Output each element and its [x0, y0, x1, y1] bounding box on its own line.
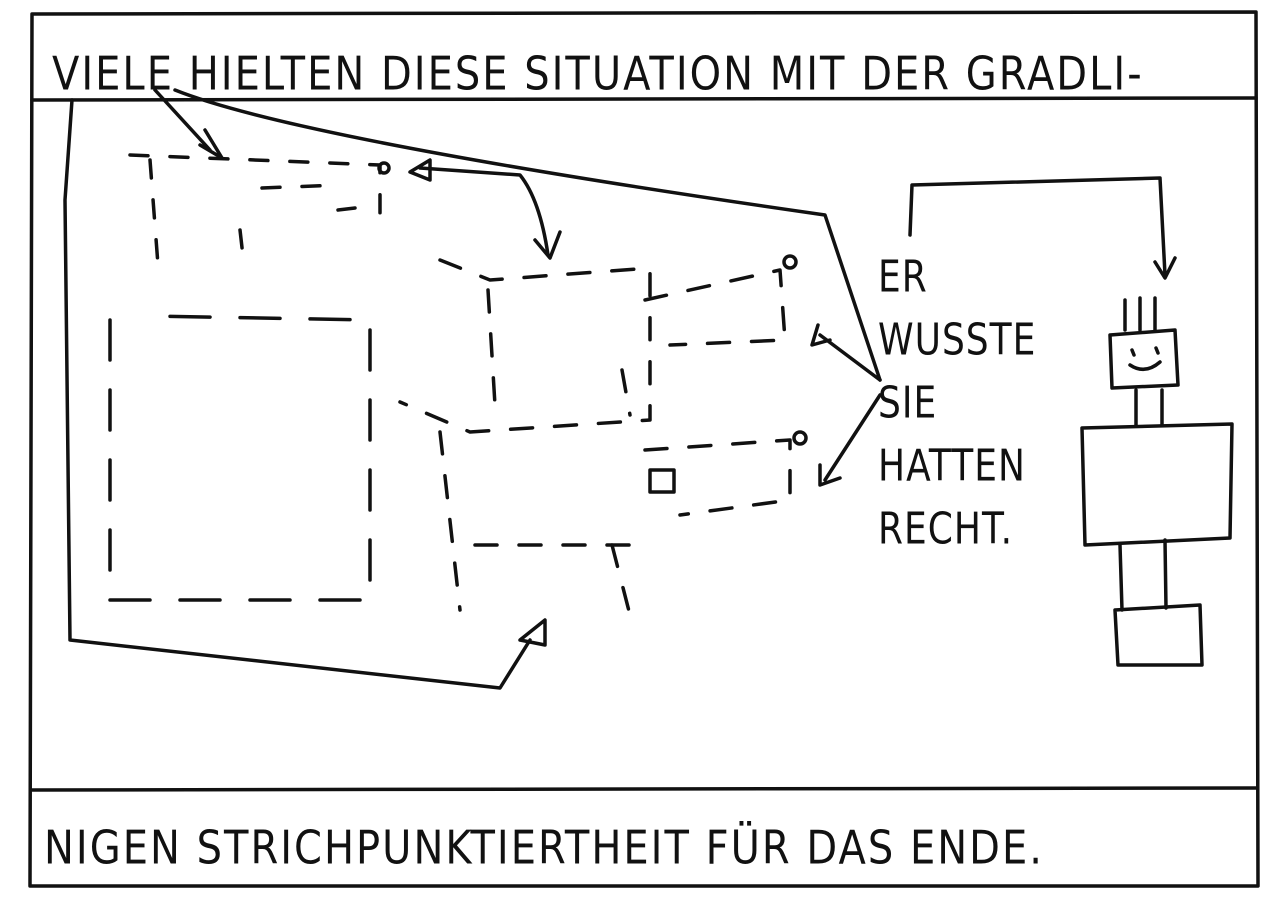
panel-frame	[28, 10, 1260, 888]
solid-robot	[1080, 296, 1234, 667]
dashed-robot-large-head	[128, 153, 391, 267]
side-text: ER WUSSTE SIE HATTEN RECHT.	[878, 240, 1036, 555]
arrows	[63, 88, 1177, 690]
caption-bottom: NIGEN STRICHPUNKTIERTHEIT FÜR DAS ENDE.	[44, 822, 1044, 875]
side-text-line: WUSSTE	[878, 316, 1037, 366]
side-text-line: ER	[878, 253, 928, 303]
side-text-line: SIE	[878, 379, 938, 429]
dashed-robot-middle	[398, 254, 808, 617]
caption-top: VIELE HIELTEN DIESE SITUATION MIT DER GR…	[52, 48, 1144, 101]
side-text-line: HATTEN	[878, 442, 1026, 492]
side-text-line: RECHT.	[878, 505, 1014, 555]
dashed-robot-large	[108, 314, 372, 602]
